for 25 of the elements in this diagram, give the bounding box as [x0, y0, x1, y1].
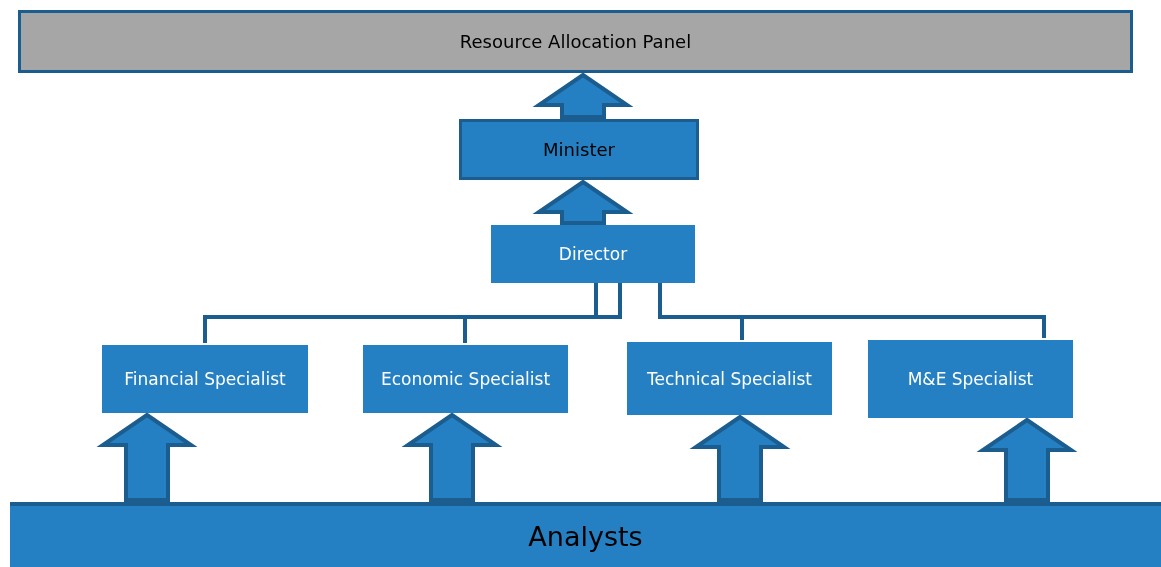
specialist-box: [363, 345, 568, 413]
block-arrow: [96, 412, 198, 502]
specialist-box: [627, 342, 832, 415]
box-label: Director: [558, 244, 628, 264]
analysts-bar: [10, 502, 1161, 567]
box-label: Resource Allocation Panel: [459, 31, 692, 52]
role-box: [491, 225, 695, 283]
box-label: Economic Specialist: [380, 369, 551, 389]
box-label: Analysts: [528, 521, 643, 552]
box-label: Financial Specialist: [124, 369, 286, 389]
specialist-box: [102, 345, 308, 413]
connector-line: [658, 283, 1046, 338]
box-label: Technical Specialist: [647, 368, 812, 389]
block-arrow: [401, 412, 503, 502]
box-label: Minister: [543, 139, 615, 160]
panel-box: [18, 10, 1133, 73]
block-arrow: [976, 417, 1078, 502]
connector-line: [203, 283, 598, 343]
role-box: [459, 119, 699, 180]
box-label: M&E Specialist: [907, 369, 1034, 389]
specialist-box: [868, 340, 1073, 418]
block-arrow: [532, 179, 634, 225]
block-arrow: [689, 414, 791, 502]
connector-line: [463, 283, 622, 343]
block-arrow: [532, 72, 634, 119]
